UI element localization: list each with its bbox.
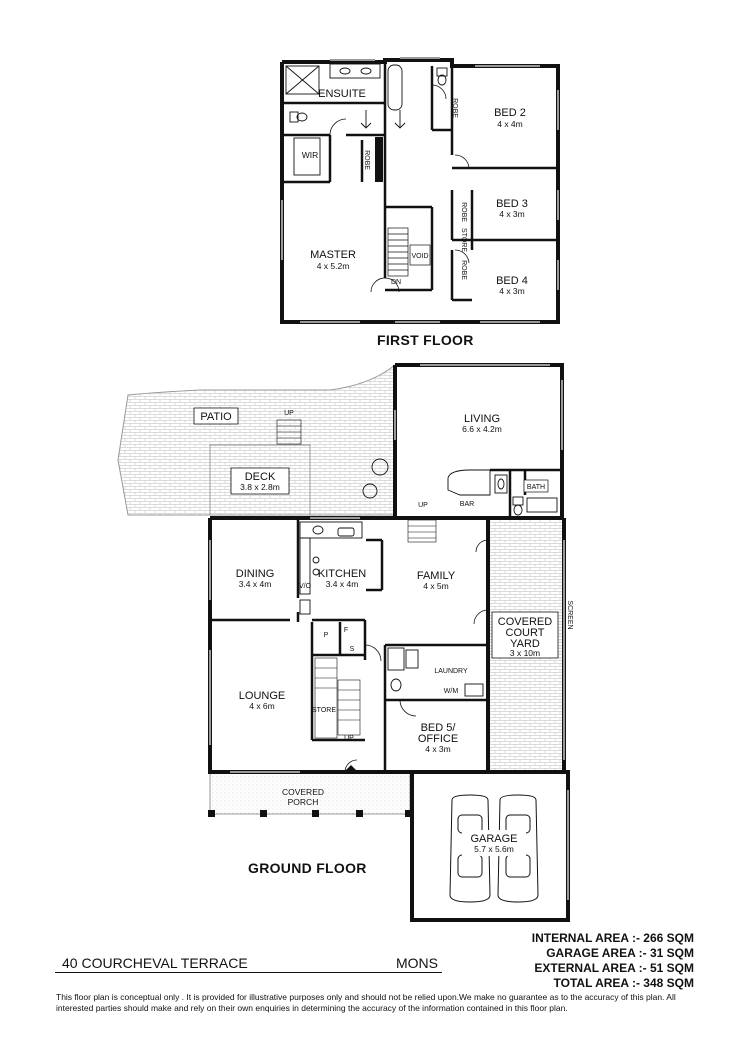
up-living-label: UP	[418, 502, 428, 509]
ground-floor-plan: PATIO UP DECK 3.8 x 2.8m LIVING 6.6 x 4.…	[117, 363, 573, 922]
bed3-label: BED 3	[496, 198, 528, 210]
patio-up-label: UP	[284, 410, 294, 417]
family-label: FAMILY	[417, 570, 456, 582]
kitchen-dim: 3.4 x 4m	[326, 579, 359, 589]
first-floor-title: FIRST FLOOR	[377, 332, 474, 348]
living-label: LIVING	[464, 413, 500, 425]
ground-floor-stairs	[314, 657, 361, 739]
bed2-label: BED 2	[494, 107, 526, 119]
store-first-label: STORE	[460, 228, 467, 252]
family-dim: 4 x 5m	[423, 581, 449, 591]
first-floor-plan: ENSUITE WIR ROBE MASTER 4 x 5.2m VOID DN…	[280, 57, 560, 324]
bed5-label-1: BED 5/	[421, 722, 457, 734]
bed2-dim: 4 x 4m	[497, 119, 523, 129]
kitchen-label: KITCHEN	[318, 568, 366, 580]
lounge-dim: 4 x 6m	[249, 701, 275, 711]
courtyard-dim: 3 x 10m	[510, 648, 540, 658]
area-summary: INTERNAL AREA :- 266 SQM GARAGE AREA :- …	[532, 931, 694, 991]
deck-label: DECK	[245, 471, 276, 483]
robe-bar	[375, 137, 383, 182]
garage-dim: 5.7 x 5.6m	[474, 844, 514, 854]
area-label: TOTAL AREA :-	[553, 976, 640, 990]
dining-label: DINING	[236, 568, 275, 580]
laundry-label: LAUNDRY	[434, 668, 468, 675]
area-label: INTERNAL AREA :-	[531, 931, 640, 945]
living-fixtures	[447, 469, 558, 516]
ensuite-fixtures	[285, 63, 448, 176]
master-dim: 4 x 5.2m	[317, 261, 350, 271]
area-value: 266 SQM	[643, 931, 694, 945]
courtyard-label-1: COVERED	[498, 616, 552, 628]
garage-label: GARAGE	[470, 833, 517, 845]
robe-bed4-label: ROBE	[460, 260, 467, 280]
courtyard-label-2: COURT	[506, 627, 545, 639]
void-label: VOID	[411, 253, 428, 260]
area-row-garage: GARAGE AREA :- 31 SQM	[532, 946, 694, 961]
address-underline	[55, 972, 442, 973]
dn-label: DN	[391, 279, 401, 286]
bar-label: BAR	[460, 501, 474, 508]
deck-area	[209, 444, 311, 516]
disclaimer-text: This floor plan is conceptual only . It …	[56, 992, 676, 1013]
property-suburb: MONS	[396, 955, 438, 971]
bed3-dim: 4 x 3m	[499, 209, 525, 219]
courtyard-label-3: YARD	[510, 638, 540, 650]
up-stair-label: UP	[344, 735, 354, 742]
ground-floor-title: GROUND FLOOR	[248, 860, 367, 876]
store-ground-label: STORE	[312, 707, 336, 714]
area-row-external: EXTERNAL AREA :- 51 SQM	[532, 961, 694, 976]
bed4-dim: 4 x 3m	[499, 286, 525, 296]
wm-label: W/M	[444, 688, 459, 695]
porch-label-2: PORCH	[288, 797, 319, 807]
fridge-label: F	[344, 627, 348, 634]
first-floor-stairs	[387, 227, 431, 277]
area-row-internal: INTERNAL AREA :- 266 SQM	[532, 931, 694, 946]
bed5-label-2: OFFICE	[418, 733, 458, 745]
deck-dim: 3.8 x 2.8m	[240, 482, 280, 492]
wir-label: WIR	[302, 150, 319, 160]
lounge-label: LOUNGE	[239, 690, 285, 702]
laundry-fixtures	[387, 647, 484, 697]
screen-label: SCREEN	[566, 600, 573, 629]
area-value: 51 SQM	[649, 961, 694, 975]
robe-master-label: ROBE	[363, 150, 370, 170]
s-label: S	[350, 646, 355, 653]
pantry-label: P	[324, 632, 329, 639]
robe-bed2-label: ROBE	[451, 98, 458, 118]
area-label: EXTERNAL AREA :-	[534, 961, 647, 975]
bed5-dim: 4 x 3m	[425, 744, 451, 754]
ensuite-label: ENSUITE	[318, 88, 366, 100]
robe-bed3-label: ROBE	[460, 202, 467, 222]
vo-label: V/O	[299, 583, 312, 590]
area-label: GARAGE AREA :-	[546, 946, 647, 960]
master-label: MASTER	[310, 249, 356, 261]
living-dim: 6.6 x 4.2m	[462, 424, 502, 434]
property-address: 40 COURCHEVAL TERRACE	[62, 955, 248, 971]
bath-label: BATH	[527, 484, 545, 491]
dining-dim: 3.4 x 4m	[239, 579, 272, 589]
area-value: 31 SQM	[649, 946, 694, 960]
porch-label-1: COVERED	[282, 787, 324, 797]
area-row-total: TOTAL AREA :- 348 SQM	[532, 976, 694, 991]
bed4-label: BED 4	[496, 275, 528, 287]
area-value: 348 SQM	[643, 976, 694, 990]
patio-label: PATIO	[200, 411, 232, 423]
kitchen-counters	[299, 521, 363, 615]
